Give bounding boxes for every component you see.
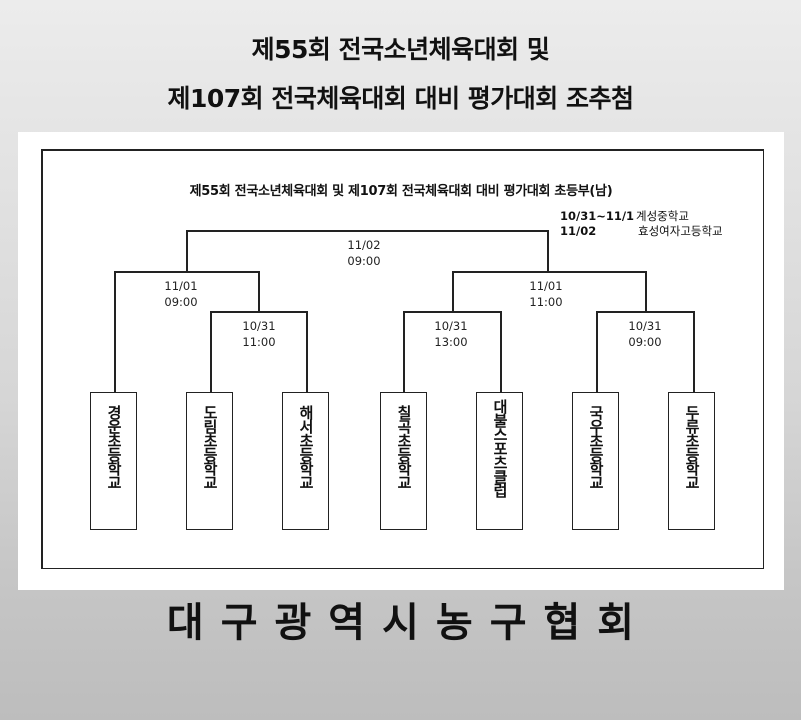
qf-left-connector-horizontal (210, 311, 307, 313)
venue-name: 효성여자고등학교 (638, 224, 723, 238)
venue-dates: 10/31~11/1 (560, 209, 635, 223)
qf-right-connector-horizontal (596, 311, 694, 313)
qf-left-drop-team3 (306, 311, 308, 392)
bracket-panel: 제55회 전국소년체육대회 및 제107회 전국체육대회 대비 평가대회 초등부… (18, 132, 784, 590)
semi-left-drop-to-team1 (114, 271, 116, 392)
match-time: 09:00 (628, 335, 662, 349)
qf-mid-drop-team5 (500, 311, 502, 392)
semi-right-connector-horizontal (452, 271, 646, 273)
final-connector-left-drop (186, 230, 188, 271)
final-connector-horizontal (186, 230, 548, 232)
match-time: 11:00 (242, 335, 276, 349)
match-time: 11:00 (529, 295, 563, 309)
match-date: 10/31 (434, 319, 468, 333)
match-qf-left-label: 10/31 11:00 (229, 318, 289, 350)
bracket-title: 제55회 전국소년체육대회 및 제107회 전국체육대회 대비 평가대회 초등부… (189, 184, 613, 199)
team-box-5: 대불스포츠클럽 (476, 392, 523, 530)
match-date: 11/01 (529, 279, 563, 293)
match-semi-left-label: 11/01 09:00 (151, 278, 211, 310)
team-name: 도림초등학교 (201, 405, 219, 489)
match-date: 11/02 (347, 238, 381, 252)
team-box-6: 국우초등학교 (572, 392, 619, 530)
match-date: 11/01 (164, 279, 198, 293)
match-qf-mid-label: 10/31 13:00 (421, 318, 481, 350)
match-final-label: 11/02 09:00 (334, 237, 394, 269)
final-connector-right-drop (547, 230, 549, 271)
team-name: 해서초등학교 (297, 405, 315, 489)
match-time: 09:00 (164, 295, 198, 309)
page-title-line-2: 제107회 전국체육대회 대비 평가대회 조추첨 (167, 84, 634, 113)
qf-mid-connector-horizontal (403, 311, 501, 313)
page-title-line-1: 제55회 전국소년체육대회 및 (251, 35, 550, 64)
venue-row: 11/02 효성여자고등학교 (560, 223, 723, 239)
match-time: 09:00 (347, 254, 381, 268)
team-name: 국우초등학교 (587, 405, 605, 489)
team-name: 두류초등학교 (683, 405, 701, 489)
team-name: 대불스포츠클럽 (491, 399, 509, 497)
organizer-name: 대구광역시농구협회 (166, 600, 652, 646)
bracket-frame (41, 149, 764, 569)
match-time: 13:00 (434, 335, 468, 349)
team-box-2: 도림초등학교 (186, 392, 233, 530)
match-date: 10/31 (628, 319, 662, 333)
team-box-1: 경운초등학교 (90, 392, 137, 530)
match-semi-right-label: 11/01 11:00 (516, 278, 576, 310)
semi-left-drop-to-qf (258, 271, 260, 311)
team-name: 경운초등학교 (105, 405, 123, 489)
team-box-4: 칠곡초등학교 (380, 392, 427, 530)
qf-left-drop-team2 (210, 311, 212, 392)
team-box-7: 두류초등학교 (668, 392, 715, 530)
qf-mid-drop-team4 (403, 311, 405, 392)
semi-right-drop-to-qf-mid (452, 271, 454, 311)
semi-left-connector-horizontal (114, 271, 259, 273)
match-date: 10/31 (242, 319, 276, 333)
team-name: 칠곡초등학교 (395, 405, 413, 489)
venue-dates: 11/02 (560, 224, 597, 238)
qf-right-drop-team7 (693, 311, 695, 392)
semi-right-drop-to-qf-right (645, 271, 647, 311)
team-box-3: 해서초등학교 (282, 392, 329, 530)
qf-right-drop-team6 (596, 311, 598, 392)
venue-name: 계성중학교 (636, 209, 689, 223)
match-qf-right-label: 10/31 09:00 (615, 318, 675, 350)
